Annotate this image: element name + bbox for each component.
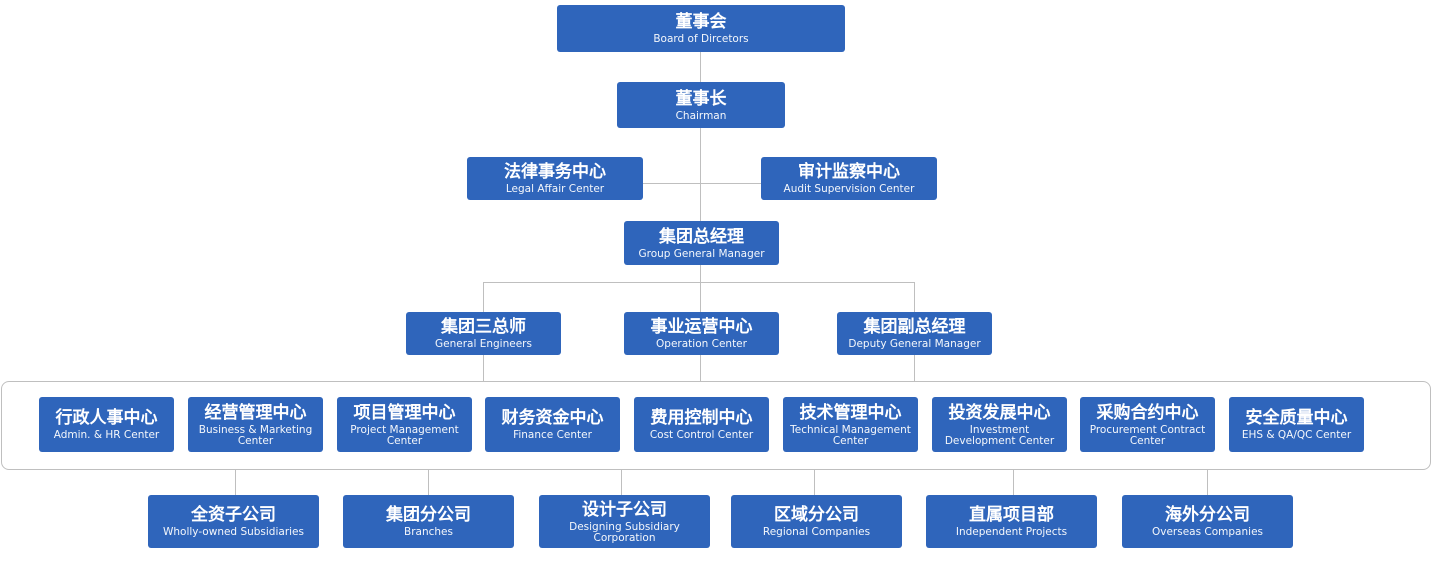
chairman-node: 董事长 Chairman (617, 82, 785, 128)
company-node: 区域分公司 Regional Companies (731, 495, 902, 548)
legal-affair-center-node: 法律事务中心 Legal Affair Center (467, 157, 643, 200)
center-node: 投资发展中心 Investment Development Center (932, 397, 1067, 452)
company-node: 集团分公司 Branches (343, 495, 514, 548)
node-title: 财务资金中心 (501, 408, 604, 428)
node-subtitle: Operation Center (656, 338, 747, 350)
node-title: 集团分公司 (386, 505, 471, 525)
node-title: 法律事务中心 (504, 162, 606, 182)
node-subtitle: Investment Development Center (944, 423, 1055, 447)
node-title: 事业运营中心 (650, 317, 753, 337)
connector-frame-company-6 (1207, 470, 1208, 496)
connector-engineers-frame (483, 355, 484, 382)
node-subtitle: Independent Projects (955, 526, 1068, 538)
node-subtitle: EHS & QA/QC Center (1241, 429, 1352, 441)
node-title: 集团三总师 (441, 317, 526, 337)
center-node: 项目管理中心 Project Management Center (337, 397, 472, 452)
connector-level3-horizontal (483, 282, 915, 283)
board-of-directors-node: 董事会 Board of Dircetors (557, 5, 845, 52)
node-title: 采购合约中心 (1096, 402, 1199, 423)
connector-board-chairman (700, 52, 701, 82)
connector-gm-down (700, 265, 701, 282)
node-subtitle: Project Management Center (350, 423, 459, 447)
node-title: 董事长 (675, 88, 727, 109)
connector-frame-company-4 (814, 470, 815, 496)
node-subtitle: Admin. & HR Center (53, 429, 160, 441)
node-subtitle: Wholly-owned Subsidiaries (163, 526, 304, 538)
center-node: 财务资金中心 Finance Center (485, 397, 620, 452)
node-subtitle: Cost Control Center (649, 429, 754, 441)
node-title: 海外分公司 (1165, 505, 1250, 525)
connector-to-general-engineers (483, 282, 484, 313)
audit-supervision-center-node: 审计监察中心 Audit Supervision Center (761, 157, 937, 200)
node-title: 设计子公司 (582, 499, 667, 520)
node-subtitle: Legal Affair Center (505, 183, 605, 195)
deputy-general-manager-node: 集团副总经理 Deputy General Manager (837, 312, 992, 355)
connector-to-deputy-gm (914, 282, 915, 313)
operation-center-node: 事业运营中心 Operation Center (624, 312, 779, 355)
connector-chairman-gm (700, 128, 701, 222)
node-title: 安全质量中心 (1245, 408, 1348, 428)
center-node: 技术管理中心 Technical Management Center (783, 397, 918, 452)
node-title: 技术管理中心 (799, 402, 902, 423)
node-subtitle: Designing Subsidiary Corporation (569, 520, 680, 544)
node-subtitle: General Engineers (435, 338, 532, 350)
node-subtitle: Procurement Contract Center (1089, 423, 1206, 447)
node-title: 行政人事中心 (55, 408, 158, 428)
company-node: 直属项目部 Independent Projects (926, 495, 1097, 548)
node-title: 董事会 (675, 12, 727, 32)
center-node: 经营管理中心 Business & Marketing Center (188, 397, 323, 452)
node-title: 审计监察中心 (798, 162, 900, 182)
node-subtitle: Audit Supervision Center (783, 183, 915, 195)
center-node: 行政人事中心 Admin. & HR Center (39, 397, 174, 452)
node-subtitle: Finance Center (513, 429, 592, 441)
node-title: 经营管理中心 (204, 402, 307, 423)
node-title: 直属项目部 (969, 505, 1054, 525)
group-general-manager-node: 集团总经理 Group General Manager (624, 221, 779, 265)
node-title: 项目管理中心 (353, 402, 456, 423)
node-subtitle: Group General Manager (638, 247, 765, 260)
node-subtitle: Business & Marketing Center (198, 423, 313, 447)
connector-frame-company-3 (621, 470, 622, 496)
node-subtitle: Technical Management Center (790, 423, 911, 447)
general-engineers-node: 集团三总师 General Engineers (406, 312, 561, 355)
node-subtitle: Board of Dircetors (653, 33, 749, 45)
node-title: 集团总经理 (659, 226, 744, 247)
connector-frame-company-5 (1013, 470, 1014, 496)
node-subtitle: Regional Companies (762, 526, 871, 538)
node-subtitle: Chairman (675, 109, 727, 122)
node-title: 费用控制中心 (650, 408, 753, 428)
company-node: 设计子公司 Designing Subsidiary Corporation (539, 495, 710, 548)
node-title: 集团副总经理 (863, 317, 966, 337)
connector-to-operation-center (700, 282, 701, 313)
connector-frame-company-1 (235, 470, 236, 496)
center-node: 费用控制中心 Cost Control Center (634, 397, 769, 452)
center-node: 安全质量中心 EHS & QA/QC Center (1229, 397, 1364, 452)
connector-operation-frame (700, 355, 701, 382)
node-subtitle: Overseas Companies (1151, 526, 1263, 538)
functional-centers-group (1, 381, 1431, 470)
connector-legal-audit (642, 183, 762, 184)
node-title: 投资发展中心 (948, 402, 1051, 423)
node-subtitle: Branches (404, 526, 453, 538)
company-node: 全资子公司 Wholly-owned Subsidiaries (148, 495, 319, 548)
node-subtitle: Deputy General Manager (848, 338, 981, 350)
node-title: 全资子公司 (191, 505, 276, 525)
center-node: 采购合约中心 Procurement Contract Center (1080, 397, 1215, 452)
connector-frame-company-2 (428, 470, 429, 496)
company-node: 海外分公司 Overseas Companies (1122, 495, 1293, 548)
node-title: 区域分公司 (774, 505, 859, 525)
connector-deputy-frame (914, 355, 915, 382)
